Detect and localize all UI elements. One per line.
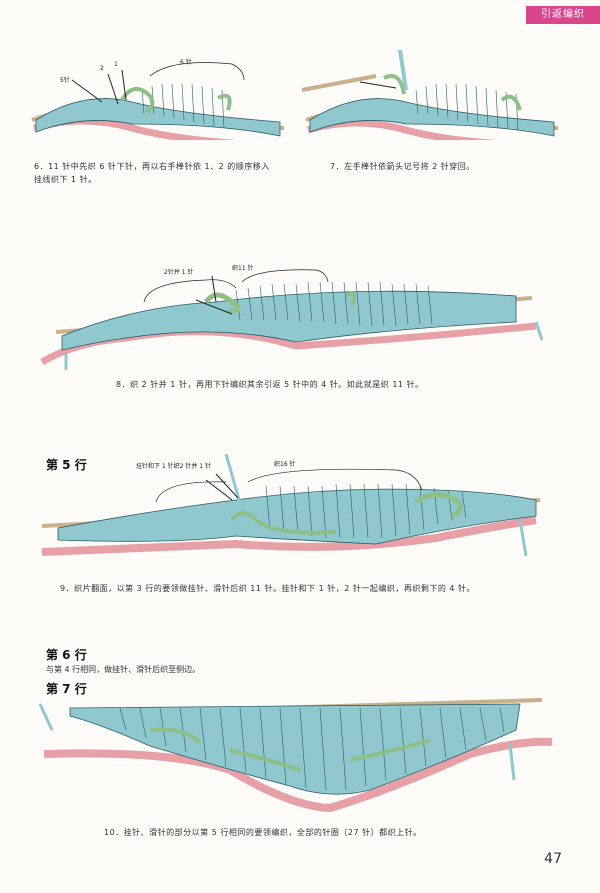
figure-9-knitting-diagram: 挂针和下 1 针织2 针并 1 针 织16 针 [41,453,541,557]
label-2: 2 [100,65,104,72]
figure-6-knitting-diagram: 5针 2 1 6 针 [31,58,285,140]
row6-note: 与第 4 行相同，做挂针、滑针后织至侧边。 [46,665,201,674]
label-knit-16: 织16 针 [274,460,296,468]
figure-10-knitting-diagram [38,698,553,813]
label-combo-k2tog: 挂针和下 1 针织2 针并 1 针 [136,462,211,470]
caption-10: 10．挂针、滑针的部分以第 5 行相同的要领编织，全部的针圈（27 针）都织上针… [104,828,422,837]
caption-8: 8．织 2 针并 1 针，再用下针编织其余引返 5 针中的 4 针。如此就是织 … [116,380,424,389]
section-tag: 引返编织 [526,6,600,24]
figure-8-knitting-diagram: 2针并 1 针 织11 针 [40,264,544,370]
page-number: 47 [544,851,562,867]
figure-7-knitting-diagram [301,50,559,140]
row7-heading: 第 7 行 [46,682,87,696]
label-knit-11: 织11 针 [232,264,254,272]
caption-7: 7．左手棒针依箭头记号将 2 针穿回。 [330,162,475,171]
label-k2tog: 2针并 1 针 [164,268,193,276]
caption-6: 6．11 针中先织 6 针下针，再以右手棒针依 1、2 的顺序移入挂线织下 1 … [34,162,270,184]
row6-heading: 第 6 行 [46,648,87,662]
row5-heading: 第 5 行 [46,458,87,472]
label-5-stitches: 5针 [60,76,70,84]
label-6-stitches: 6 针 [180,58,192,66]
caption-9: 9．织片翻面，以第 3 行的要领做挂针、滑针后织 11 针。挂针和下 1 针，2… [60,584,476,593]
label-1: 1 [114,61,118,68]
